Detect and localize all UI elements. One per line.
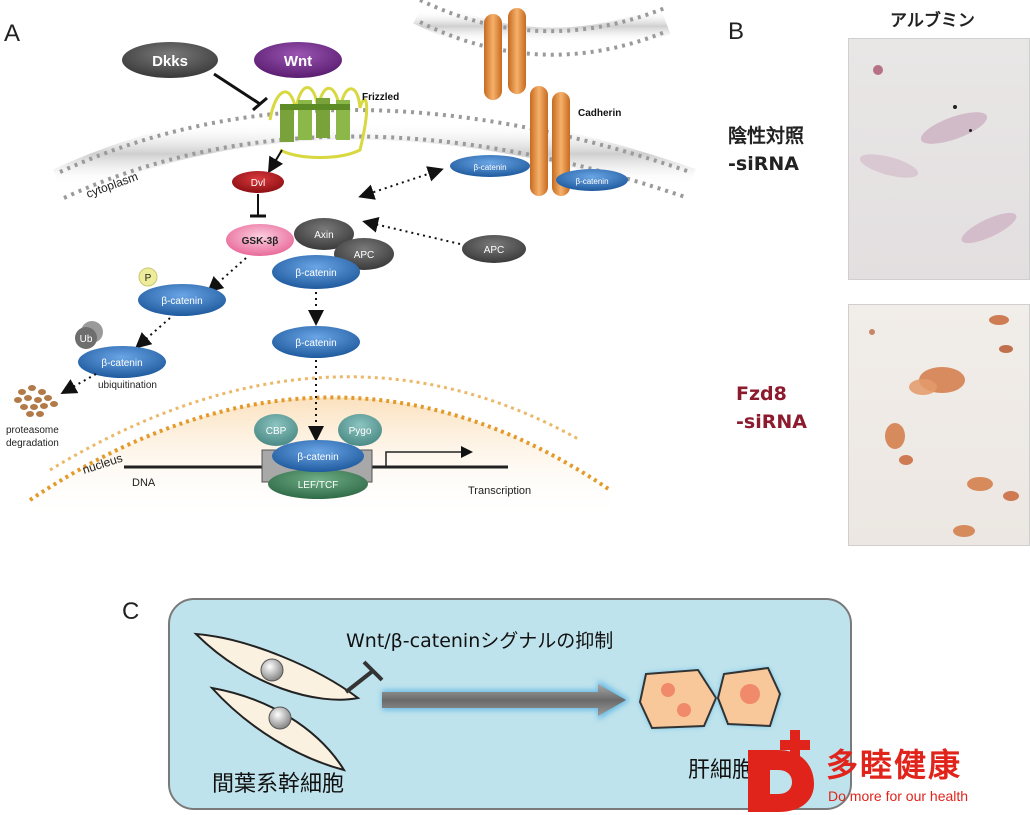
brand-tagline: Do more for our health: [828, 788, 969, 804]
beta-catenin-adherens-right-label: β-catenin: [575, 177, 608, 186]
membrane-inner-dots: [63, 134, 689, 200]
proteasome-fragments: [14, 385, 58, 417]
negative-control-line2: -siRNA: [728, 153, 799, 175]
beta-catenin-adherens-left-label: β-catenin: [473, 163, 506, 172]
beta-catenin-ubiquitinated: [78, 346, 166, 378]
lef-tcf-label: LEF/TCF: [298, 480, 339, 491]
neighbor-membrane: [413, 0, 671, 58]
beta-catenin-ubiquitinated-label: β-catenin: [101, 358, 142, 369]
degradation-label: degradation: [6, 438, 59, 449]
inhibition-bar: [362, 660, 384, 682]
beta-catenin-complex-label: β-catenin: [295, 268, 336, 279]
frizzled-to-dvl-arrow: [267, 149, 284, 174]
beta-catenin-complex: [272, 255, 360, 289]
cbp-protein: [254, 414, 298, 446]
apc-free-label: APC: [484, 245, 505, 256]
fzd8-line1: Fzd8: [736, 383, 787, 405]
wnt-ligand: [254, 42, 342, 78]
beta-catenin-phosphorylated: [138, 284, 226, 316]
hepatocyte-label: 肝細胞: [688, 758, 748, 783]
wnt-label: Wnt: [284, 53, 312, 70]
dkks-protein: [122, 42, 218, 78]
beta-catenin-nuclear: [272, 440, 364, 472]
ubiquitination-label: ubiquitination: [98, 380, 157, 391]
ubiquitin-label: Ub: [80, 334, 93, 345]
panel-label-b: B: [728, 18, 745, 45]
gsk3b-protein: [226, 224, 294, 256]
fzd8-line2: -siRNA: [736, 411, 807, 433]
wnt-inhibition-label: Wnt/β-cateninシグナルの抑制: [346, 630, 614, 652]
dna-label: DNA: [132, 477, 156, 489]
micrograph-negative-control: [848, 38, 1030, 280]
neighbor-membrane-dots-1: [419, 0, 666, 34]
differentiation-arrow: [382, 684, 626, 716]
micrograph-fzd8-sirna: [848, 304, 1030, 546]
beta-catenin-phosphorylated-label: β-catenin: [161, 296, 202, 307]
phosphate-group: [138, 267, 158, 287]
plasma-membrane: [52, 105, 696, 202]
panel-label-c: C: [122, 598, 140, 625]
transcription-arrow: [385, 446, 473, 466]
phosphorylation-arrow: [207, 257, 247, 293]
ubiquitin-front: [75, 327, 97, 349]
cbp-label: CBP: [266, 426, 287, 437]
inhibition-line: [344, 668, 376, 694]
catenin-adherens-exchange-arrow: [358, 166, 444, 200]
beta-catenin-nuclear-label: β-catenin: [297, 452, 338, 463]
wnt-pathway-diagram: Cadherin β-catenin β-catenin Frizzled Wn…: [6, 0, 696, 520]
frizzled-receptor: [268, 86, 369, 159]
dvl-protein: [232, 171, 284, 193]
beta-catenin-stabilized-label: β-catenin: [295, 338, 336, 349]
differentiation-schematic-graphics: [193, 632, 782, 772]
dkks-label: Dkks: [152, 53, 188, 70]
gsk3b-label: GSK-3β: [242, 236, 279, 247]
pygo-protein: [338, 414, 382, 446]
phosphate-label: P: [145, 273, 152, 284]
dkks-inhibition-bar: [252, 96, 268, 112]
beta-catenin-stabilized: [272, 326, 360, 358]
panel-label-a: A: [4, 20, 21, 47]
apc-to-complex-arrow: [362, 216, 461, 245]
negative-control-line1: 陰性対照: [728, 125, 805, 147]
fzd8-sirna-label: Fzd8 -siRNA: [736, 380, 807, 436]
brand-name: 多睦健康: [826, 746, 963, 784]
proteasome-label: proteasome: [6, 425, 59, 436]
axin-protein: [294, 218, 354, 250]
pygo-label: Pygo: [349, 426, 372, 437]
albumin-column-title: アルブミン: [890, 11, 975, 31]
apc-free-protein: [462, 235, 526, 263]
cadherin-cylinders: [484, 8, 570, 196]
msc-label: 間葉系幹細胞: [212, 772, 345, 797]
ubiquitination-arrow: [134, 317, 171, 349]
apc-complex-label: APC: [354, 250, 375, 261]
dkks-inhibition-line: [213, 72, 261, 106]
nuclear-envelope-outer: [28, 395, 612, 502]
hepatocyte-cells: [638, 666, 782, 730]
brand-logo-mark: [748, 730, 814, 812]
dvl-label: Dvl: [251, 178, 265, 189]
msc-nucleus-lower: [268, 706, 292, 730]
msc-nucleus-upper: [260, 658, 284, 682]
cadherin-label: Cadherin: [578, 108, 621, 119]
negative-control-label: 陰性対照 -siRNA: [728, 122, 804, 178]
beta-catenin-adherens-left: [450, 155, 530, 177]
transcription-label: Transcription: [468, 485, 531, 497]
frizzled-label: Frizzled: [362, 92, 399, 103]
neighbor-membrane-dots-2: [419, 20, 666, 57]
beta-catenin-adherens-right: [556, 169, 628, 191]
axin-label: Axin: [314, 230, 333, 241]
lef-tcf-protein: [268, 469, 368, 499]
degradation-arrow: [60, 373, 97, 394]
